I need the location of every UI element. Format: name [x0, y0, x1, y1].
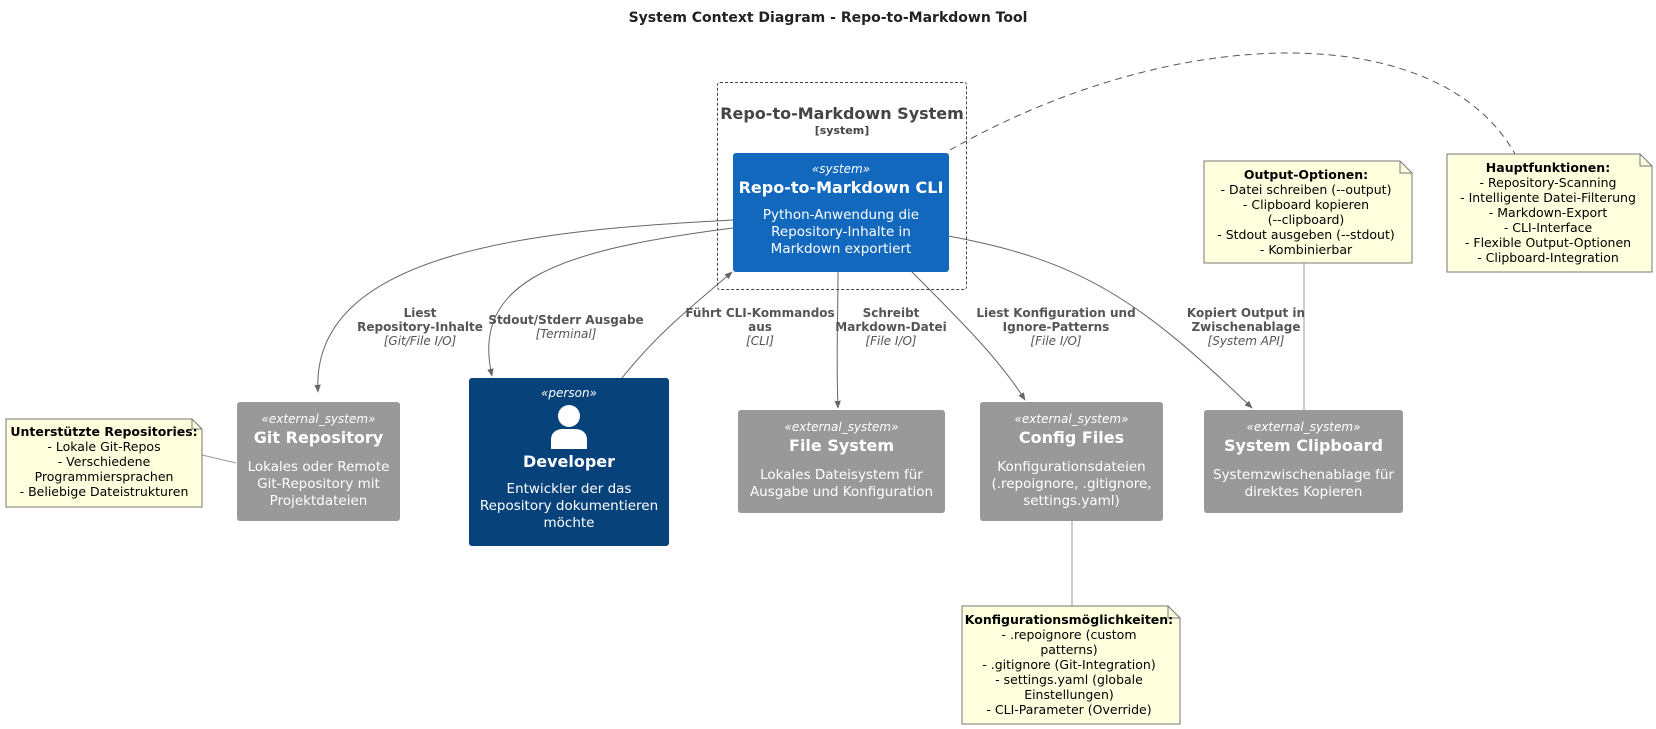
node-stereotype: «system» [811, 162, 871, 176]
node-description: Entwickler der das Repository dokumentie… [479, 481, 659, 531]
note-line: - Datei schreiben (--output) [1220, 182, 1392, 197]
note-connector-repos [201, 454, 237, 464]
edge-label-git: Liest Repository-Inhalte [Git/File I/O] [340, 306, 500, 348]
node-system-clipboard[interactable]: «external_system» System Clipboard Syste… [1204, 410, 1403, 513]
note-connector-config [1071, 520, 1080, 607]
edge-cli-config [911, 271, 1026, 401]
edge-cli-developer [487, 227, 734, 377]
node-git-repository[interactable]: «external_system» Git Repository Lokales… [237, 402, 400, 521]
note-line: - Beliebige Dateistrukturen [19, 484, 189, 499]
note-line: - Lokale Git-Repos [47, 439, 161, 454]
note-line: Einstellungen) [1024, 687, 1114, 702]
boundary-title: Repo-to-Markdown System [720, 104, 964, 123]
edge-cli-git [314, 219, 734, 393]
note-line: - settings.yaml (globale [995, 672, 1143, 687]
node-description: Systemzwischenablage für direktes Kopier… [1213, 467, 1394, 500]
note-config-shape [961, 605, 1181, 725]
note-supported-repos: Unterstützte Repositories: - Lokale Git-… [6, 424, 202, 499]
node-description: Lokales Dateisystem für Ausgabe und Konf… [749, 467, 934, 500]
node-name: Developer [522, 452, 616, 471]
note-config-options: Konfigurationsmöglichkeiten: - .repoigno… [962, 612, 1176, 717]
edge-label-clipboard: Kopiert Output in Zwischenablage [System… [1171, 306, 1321, 348]
note-line: - Verschiedene [57, 454, 151, 469]
note-output-fold [1399, 161, 1412, 174]
node-stereotype: «external_system» [1246, 420, 1361, 434]
note-line: - CLI-Interface [1503, 220, 1593, 235]
note-line: - CLI-Parameter (Override) [986, 702, 1152, 717]
edge-label-text: Schreibt Markdown-Datei [835, 306, 947, 334]
note-line: - Kombinierbar [1259, 242, 1353, 257]
edge-label-tech: [File I/O] [1030, 334, 1082, 348]
note-title: Hauptfunktionen: [1485, 160, 1611, 175]
edge-label-stdout: Stdout/Stderr Ausgabe [Terminal] [486, 313, 646, 341]
edge-label-fs: Schreibt Markdown-Datei [File I/O] [831, 306, 951, 348]
system-boundary [717, 82, 967, 290]
note-title: Konfigurationsmöglichkeiten: [964, 612, 1174, 627]
note-line: - .repoignore (custom [1001, 627, 1137, 642]
edge-cli-fs [834, 271, 841, 409]
node-stereotype: «external_system» [784, 420, 899, 434]
note-line: - Repository-Scanning [1479, 175, 1617, 190]
node-stereotype: «external_system» [1014, 412, 1129, 426]
node-name: File System [789, 436, 894, 455]
node-description: Lokales oder Remote Git-Repository mit P… [247, 459, 390, 509]
edge-label-tech: [System API] [1207, 334, 1285, 348]
edge-label-tech: [Git/File I/O] [383, 334, 457, 348]
node-description: Python-Anwendung die Repository-Inhalte … [762, 207, 920, 257]
note-repos-fold [191, 419, 202, 430]
note-repos-shape [5, 418, 203, 508]
node-name: Config Files [1018, 428, 1125, 447]
node-config-files[interactable]: «external_system» Config Files Konfigura… [980, 402, 1163, 521]
note-config-fold [1167, 606, 1180, 619]
node-file-system[interactable]: «external_system» File System Lokales Da… [738, 410, 945, 513]
boundary-type: [system] [814, 124, 870, 137]
edge-label-cli: Führt CLI-Kommandos aus [CLI] [680, 306, 840, 348]
edge-label-tech: [Terminal] [535, 327, 597, 341]
note-line: - Clipboard kopieren [1242, 197, 1370, 212]
edge-cli-clipboard [947, 235, 1253, 409]
note-line: Programmiersprachen [34, 469, 174, 484]
edge-label-text: Liest Konfiguration und Ignore-Patterns [976, 306, 1136, 334]
note-title: Unterstützte Repositories: [10, 424, 198, 439]
person-icon [551, 405, 587, 449]
edge-label-tech: [CLI] [746, 334, 774, 348]
note-line: - Stdout ausgeben (--stdout) [1217, 227, 1395, 242]
note-features-fold [1639, 154, 1652, 167]
node-name: System Clipboard [1224, 436, 1383, 455]
note-line: - .gitignore (Git-Integration) [982, 657, 1156, 672]
node-description: Konfigurationsdateien (.repoignore, .git… [991, 459, 1152, 509]
note-line: patterns) [1040, 642, 1098, 657]
note-main-features: Hauptfunktionen: - Repository-Scanning -… [1447, 160, 1649, 265]
note-line: - Intelligente Datei-Filterung [1460, 190, 1636, 205]
note-line: - Clipboard-Integration [1477, 250, 1619, 265]
node-stereotype: «external_system» [261, 412, 376, 426]
edge-label-tech: [File I/O] [865, 334, 917, 348]
edge-label-text: Führt CLI-Kommandos aus [685, 306, 835, 334]
edge-developer-cli [621, 271, 733, 379]
node-name: Git Repository [253, 428, 384, 447]
node-name: Repo-to-Markdown CLI [738, 178, 944, 197]
note-title: Output-Optionen: [1243, 167, 1369, 182]
edge-label-config: Liest Konfiguration und Ignore-Patterns … [966, 306, 1146, 348]
note-connector-features [949, 52, 1516, 155]
diagram-title: System Context Diagram - Repo-to-Markdow… [628, 10, 1028, 26]
note-output-options: Output-Optionen: - Datei schreiben (--ou… [1204, 167, 1408, 257]
note-line: (--clipboard) [1267, 212, 1345, 227]
node-developer[interactable]: «person» Developer Entwickler der das Re… [469, 378, 669, 546]
node-repo-to-markdown-cli[interactable]: «system» Repo-to-Markdown CLI Python-Anw… [733, 153, 949, 272]
note-line: - Markdown-Export [1488, 205, 1608, 220]
note-output-shape [1203, 160, 1413, 264]
node-stereotype: «person» [541, 386, 597, 400]
edge-label-text: Liest Repository-Inhalte [357, 306, 483, 334]
note-line: - Flexible Output-Optionen [1464, 235, 1632, 250]
note-features-shape [1446, 153, 1653, 273]
edge-label-text: Stdout/Stderr Ausgabe [488, 313, 644, 327]
edge-label-text: Kopiert Output in Zwischenablage [1186, 306, 1306, 334]
